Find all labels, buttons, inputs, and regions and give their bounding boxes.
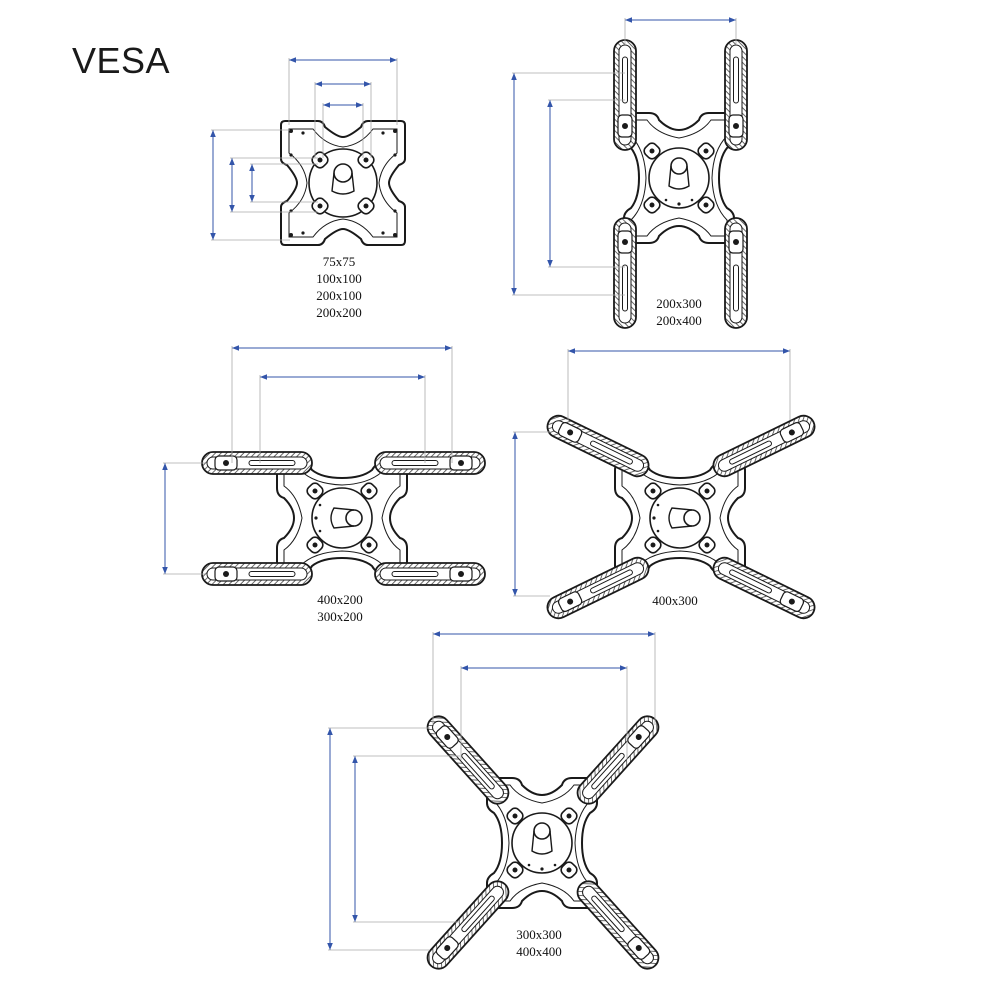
caption-line: 75x75 — [322, 254, 356, 269]
vertical-arms-drawing — [511, 17, 748, 329]
plate-caption: 75x75 100x100 200x100 200x200 — [279, 253, 399, 321]
caption-line: 200x300 — [656, 296, 702, 311]
caption-line: 300x200 — [317, 609, 363, 624]
vertical-arms-caption: 200x300 200x400 — [619, 295, 739, 329]
caption-line: 400x300 — [652, 593, 698, 608]
horizontal-arms-drawing — [162, 345, 486, 586]
angled-arms-wide-drawing — [512, 348, 820, 623]
caption-line: 100x100 — [316, 271, 362, 286]
angled-arms-square-drawing — [327, 631, 664, 975]
caption-line: 400x400 — [516, 944, 562, 959]
plate-mount-drawing — [210, 57, 406, 246]
angled-arms-square-caption: 300x300 400x400 — [479, 926, 599, 960]
caption-line: 300x300 — [516, 927, 562, 942]
caption-line: 200x400 — [656, 313, 702, 328]
caption-line: 200x100 — [316, 288, 362, 303]
caption-line: 200x200 — [316, 305, 362, 320]
caption-line: 400x200 — [317, 592, 363, 607]
horizontal-arms-caption: 400x200 300x200 — [280, 591, 400, 625]
page-title: VESA — [72, 40, 171, 81]
angled-arms-wide-caption: 400x300 — [615, 592, 735, 609]
